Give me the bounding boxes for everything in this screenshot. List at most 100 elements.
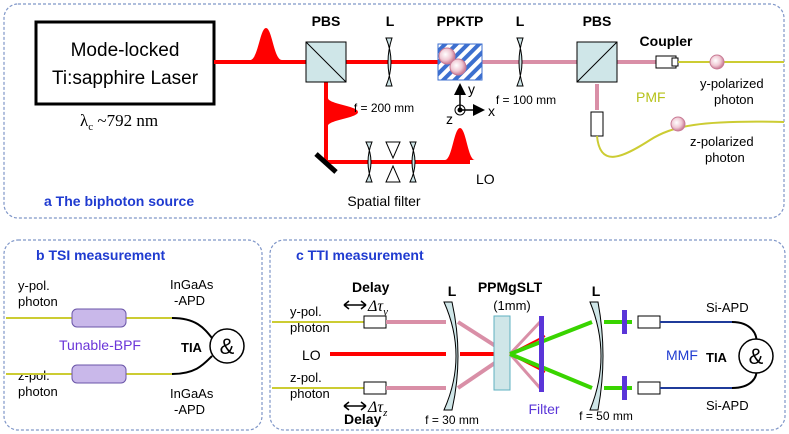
- b-det-bot-line2: -APD: [174, 402, 205, 417]
- spatial-filter-label: Spatial filter: [347, 193, 420, 209]
- b-bpf-bottom: [71, 364, 127, 384]
- c-tia-label: TIA: [706, 350, 728, 365]
- laser-label-line1: Mode-locked: [71, 40, 180, 61]
- lo-pulse: [445, 128, 475, 160]
- y-photon-line1: y-polarized: [700, 76, 764, 91]
- lens2-focal: f = 100 mm: [496, 93, 556, 107]
- lens1-label: L: [386, 13, 395, 29]
- c-lens2-label: L: [592, 283, 601, 299]
- c-tia-symbol: &: [749, 344, 764, 369]
- lens2-label: L: [516, 13, 525, 29]
- z-photon-line2: photon: [705, 150, 745, 165]
- panel-b-caption: b TSI measurement: [36, 247, 165, 263]
- axis-x-label: x: [488, 103, 495, 119]
- b-bpf-top: [71, 308, 127, 328]
- c-crystal-line1: PPMgSLT: [478, 279, 543, 295]
- b-tia-label: TIA: [181, 340, 203, 355]
- axis-z-label: z: [446, 111, 453, 127]
- coupler-bottom: [590, 111, 604, 137]
- c-green-dn: [509, 352, 593, 390]
- b-tia-symbol: &: [220, 334, 235, 359]
- lens2-shape: [516, 37, 524, 87]
- b-det-top-line2: -APD: [174, 293, 205, 308]
- c-tau-top: Δτy: [367, 298, 388, 318]
- c-green-up: [509, 320, 593, 356]
- photon-y-dot: [709, 54, 725, 70]
- b-wire-bot: [171, 355, 213, 375]
- c-delay-bot: Delay: [344, 411, 382, 427]
- laser-box: [34, 20, 216, 106]
- pbs1-label: PBS: [312, 13, 341, 29]
- lens1-focal: f = 200 mm: [354, 101, 414, 115]
- c-lens1-shape: [443, 301, 459, 411]
- c-filter-label: Filter: [528, 401, 559, 417]
- fiber-z: [596, 120, 785, 158]
- b-det-bot-line1: InGaAs: [170, 386, 214, 401]
- panel-b: b TSI measurement y-pol. photon Tunable-…: [3, 239, 263, 431]
- panel-a-frame: [3, 3, 785, 219]
- crystal-label: PPKTP: [437, 13, 484, 29]
- panel-b-frame: [3, 239, 263, 431]
- lens1-shape: [385, 37, 393, 87]
- photon-dot-a1: [438, 47, 456, 65]
- coupler-top-tip: [671, 57, 679, 67]
- c-out-coupler-top: [637, 315, 661, 329]
- laser-label-line2: Ti:sapphire Laser: [52, 68, 199, 89]
- c-lens1-focal: f = 30 mm: [425, 413, 479, 427]
- c-tia-circle: [738, 338, 774, 374]
- b-tia-circle: [209, 328, 245, 364]
- c-coupler-z: [363, 381, 387, 395]
- coupler-label: Coupler: [640, 33, 693, 49]
- panel-c-caption: c TTI measurement: [296, 247, 424, 263]
- c-y-photon-line1: y-pol.: [290, 304, 322, 319]
- c-lens1-label: L: [448, 283, 457, 299]
- c-filter: [539, 316, 544, 392]
- c-coupler-y: [363, 315, 387, 329]
- pmf-label: PMF: [636, 89, 666, 105]
- c-out-coupler-bot: [637, 381, 661, 395]
- c-tau-bot: Δτz: [367, 399, 388, 419]
- c-filter-out-bot: [622, 376, 627, 400]
- c-z-photon-line1: z-pol.: [290, 370, 322, 385]
- c-delay-arrow-bot: [343, 401, 367, 411]
- sf-pinhole: [385, 141, 401, 183]
- panel-a: Mode-locked Ti:sapphire Laser λc ~792 nm…: [3, 3, 785, 219]
- c-div-pink-up: [508, 320, 542, 356]
- axis-y-label: y: [468, 81, 475, 97]
- reflected-pulse: [328, 98, 358, 126]
- b-z-photon-line1: z-pol.: [18, 368, 50, 383]
- b-z-photon-line2: photon: [18, 384, 58, 399]
- photon-dot-a2: [449, 58, 467, 76]
- c-filter-out-top: [622, 310, 627, 334]
- c-lo-label: LO: [302, 347, 321, 363]
- panel-a-caption: a The biphoton source: [44, 193, 194, 209]
- c-lens2-shape: [589, 301, 604, 411]
- lo-label-a: LO: [476, 171, 495, 187]
- b-bpf-label: Tunable-BPF: [59, 337, 141, 353]
- z-photon-line1: z-polarized: [690, 134, 754, 149]
- c-y-photon-line2: photon: [290, 320, 330, 335]
- c-crystal-line2: (1mm): [493, 298, 531, 313]
- sf-lens1: [365, 141, 373, 183]
- b-y-photon-line2: photon: [18, 294, 58, 309]
- b-y-photon-line1: y-pol.: [18, 278, 50, 293]
- c-delay-top: Delay: [352, 279, 390, 295]
- c-div-pink-dn: [508, 353, 542, 389]
- c-det-bot: Si-APD: [706, 398, 749, 413]
- y-photon-line2: photon: [714, 92, 754, 107]
- b-det-top-line1: InGaAs: [170, 277, 214, 292]
- pump-pulse: [250, 28, 282, 60]
- lo-mirror: [314, 152, 338, 174]
- c-z-photon-line2: photon: [290, 386, 330, 401]
- c-lens2-focal: f = 50 mm: [579, 409, 633, 423]
- c-mmf-label: MMF: [666, 347, 698, 363]
- b-wire-top: [171, 317, 213, 339]
- c-delay-arrow-top: [343, 300, 367, 310]
- photon-z-dot: [670, 116, 686, 132]
- pbs1-diagonal: [305, 41, 347, 83]
- panel-c-frame: [269, 239, 786, 431]
- wavelength-label: λc ~792 nm: [80, 111, 158, 133]
- c-det-top: Si-APD: [706, 300, 749, 315]
- sf-lens2: [409, 141, 417, 183]
- panel-c: c TTI measurement Delay Δτy y-pol. photo…: [269, 239, 786, 431]
